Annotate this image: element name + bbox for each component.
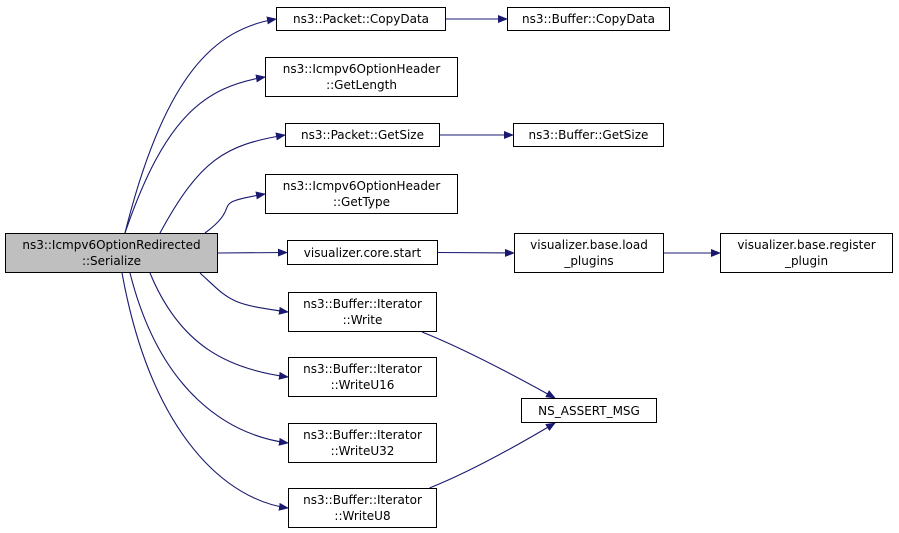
node-label-line: visualizer.base.load <box>530 238 648 252</box>
node-buffer-copydata[interactable]: ns3::Buffer::CopyData <box>507 7 670 31</box>
node-label-line: ns3::Icmpv6OptionHeader <box>282 62 441 76</box>
edge-vis_start-to-vis_load <box>437 248 515 257</box>
node-label-line: ::WriteU16 <box>330 378 395 392</box>
edge-serialize-to-getlength <box>124 74 266 234</box>
node-ns-assert-msg[interactable]: NS_ASSERT_MSG <box>521 398 657 423</box>
edge-serialize-to-writeu16 <box>149 272 289 380</box>
node-packet-getsize[interactable]: ns3::Packet::GetSize <box>285 123 440 147</box>
node-visualizer-base-load-plugins[interactable]: visualizer.base.load _plugins <box>514 233 664 273</box>
edge-serialize-to-write <box>199 272 289 315</box>
node-label-line: ns3::Buffer::Iterator <box>303 493 422 507</box>
node-label-line: ns3::Icmpv6OptionHeader <box>282 179 441 193</box>
node-label-line: _plugin <box>784 254 829 268</box>
node-icmpv6optionheader-getlength[interactable]: ns3::Icmpv6OptionHeader ::GetLength <box>265 57 458 97</box>
node-buffer-iterator-write[interactable]: ns3::Buffer::Iterator ::Write <box>288 292 437 332</box>
node-label-line: visualizer.core.start <box>303 245 422 260</box>
node-label-line: _plugins <box>564 254 614 268</box>
node-label-line: ns3::Buffer::Iterator <box>303 297 422 311</box>
node-packet-copydata[interactable]: ns3::Packet::CopyData <box>276 7 446 31</box>
edge-serialize-to-writeu8 <box>121 272 289 511</box>
node-visualizer-base-register-plugin[interactable]: visualizer.base.register _plugin <box>720 233 893 273</box>
edge-serialize-to-writeu32 <box>129 272 289 446</box>
node-label-line: ns3::Packet::CopyData <box>292 12 429 26</box>
node-label-line: ::Write <box>342 313 383 327</box>
node-label-line: ns3::Icmpv6OptionRedirected <box>22 238 201 252</box>
edge-writeu8-to-ns_assert <box>429 422 556 489</box>
node-label-line: ns3::Buffer::Iterator <box>303 428 422 442</box>
edge-serialize-to-gettype <box>204 191 266 234</box>
node-label-line: ::WriteU32 <box>330 444 395 458</box>
node-label-line: ::Serialize <box>81 254 142 268</box>
edge-write-to-ns_assert <box>421 331 556 399</box>
node-label-line: ::GetType <box>332 195 391 209</box>
node-label-line: ns3::Buffer::CopyData <box>522 12 655 26</box>
node-label-line: ::GetLength <box>326 78 397 92</box>
node-label-line: visualizer.base.register <box>737 238 876 252</box>
edge-serialize-to-vis_start <box>217 248 288 257</box>
node-label-line: ns3::Packet::GetSize <box>301 128 424 142</box>
edge-serialize-to-getsize <box>159 132 286 234</box>
node-icmpv6optionheader-gettype[interactable]: ns3::Icmpv6OptionHeader ::GetType <box>265 174 458 214</box>
edge-serialize-to-copydata <box>124 16 277 234</box>
node-label-line: ns3::Buffer::GetSize <box>528 128 649 142</box>
node-buffer-getsize[interactable]: ns3::Buffer::GetSize <box>513 123 664 147</box>
node-visualizer-core-start[interactable]: visualizer.core.start <box>287 240 438 265</box>
node-buffer-iterator-writeu32[interactable]: ns3::Buffer::Iterator ::WriteU32 <box>288 423 437 463</box>
node-label-line: ::WriteU8 <box>334 509 391 523</box>
node-label-line: NS_ASSERT_MSG <box>538 403 640 418</box>
node-buffer-iterator-writeu16[interactable]: ns3::Buffer::Iterator ::WriteU16 <box>288 357 437 397</box>
node-buffer-iterator-writeu8[interactable]: ns3::Buffer::Iterator ::WriteU8 <box>288 488 437 528</box>
node-icmpv6optionredirected-serialize: ns3::Icmpv6OptionRedirected ::Serialize <box>5 233 218 273</box>
node-label-line: ns3::Buffer::Iterator <box>303 362 422 376</box>
